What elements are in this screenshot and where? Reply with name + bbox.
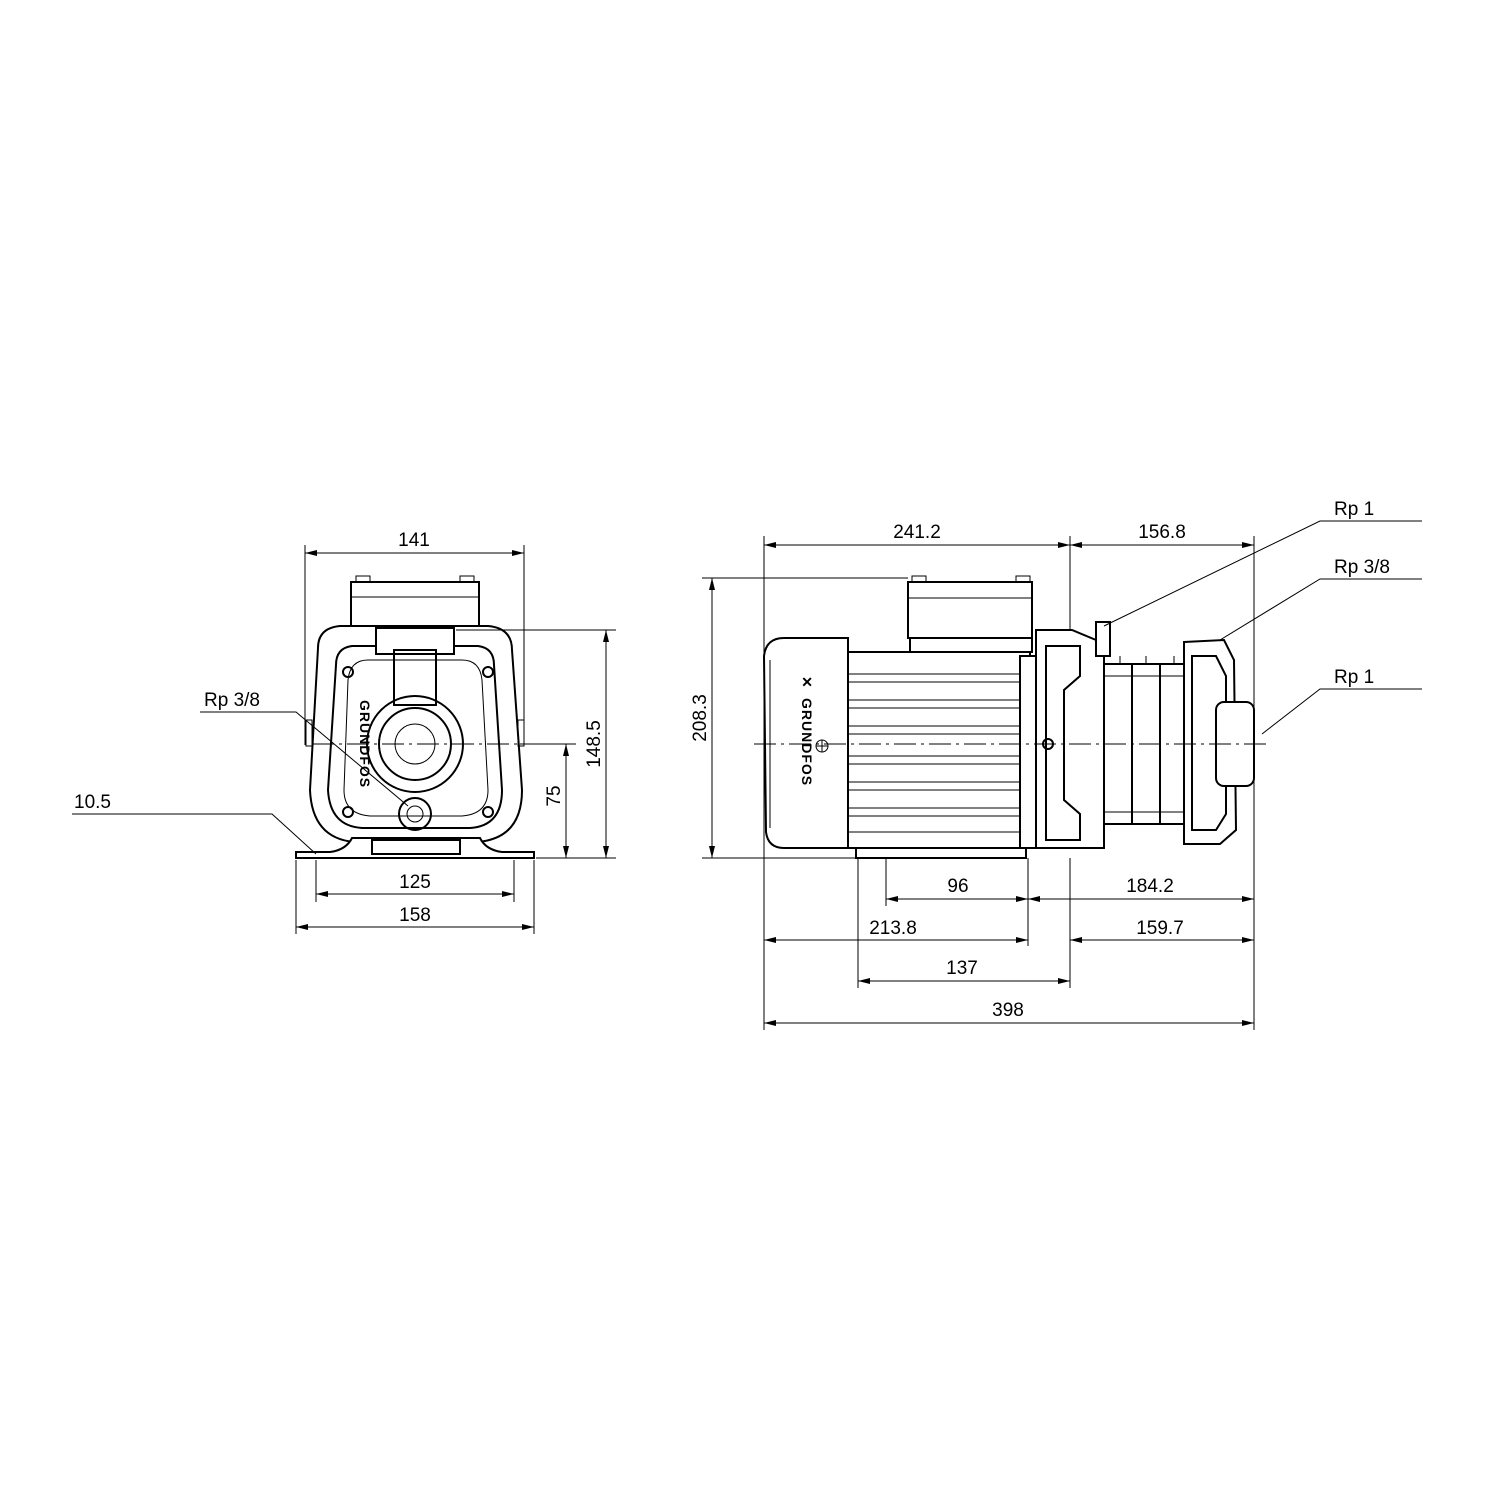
svg-text:GRUNDFOS: GRUNDFOS [799,698,815,786]
motor-end-cap [762,637,849,849]
dim-pump-length: 156.8 [1138,522,1186,543]
pump-body-front [308,625,524,843]
dim-overall-length: 398 [992,1000,1024,1021]
label-suction-port: Rp 1 [1334,667,1374,688]
dim-height-side: 208.3 [690,694,711,742]
dim-foot-length: 137 [946,958,978,979]
side-view: GRUNDFOS ✕ 208.3 241.2 156.8 [690,499,1422,1030]
dim-foot-thickness: 10.5 [74,792,111,813]
label-vent-port: Rp 3/8 [1334,557,1390,578]
dim-motor-length: 241.2 [893,522,941,543]
label-priming-port: Rp 3/8 [204,690,260,711]
bolt-holes-front [342,666,494,818]
base-foot-front [295,837,535,859]
pump-head [1183,638,1238,845]
drain-plug-front [398,797,432,831]
dim-foot-holes: 125 [399,872,431,893]
grundfos-logo-side: GRUNDFOS ✕ [799,676,815,786]
cooling-fins [848,673,1030,833]
label-discharge-port: Rp 1 [1334,499,1374,520]
dim-height-total: 148.5 [584,720,605,768]
pump-stages [1103,656,1189,825]
dim-foot-to-end: 184.2 [1126,876,1174,897]
base-foot-side [855,847,1027,859]
dim-motor-to-foot: 213.8 [869,918,917,939]
discharge-port-side [1095,621,1111,657]
dim-height-center: 75 [544,785,565,806]
dim-width-top: 141 [398,530,430,551]
svg-text:✕: ✕ [799,676,815,689]
motor-body [847,651,1031,849]
dim-foot-width: 158 [399,905,431,926]
dim-foot-to-flange: 159.7 [1136,918,1184,939]
dim-foot-span: 96 [947,876,968,897]
front-view: GRUNDFOS 141 148.5 75 125 [72,530,616,934]
terminal-box-side [907,581,1033,639]
